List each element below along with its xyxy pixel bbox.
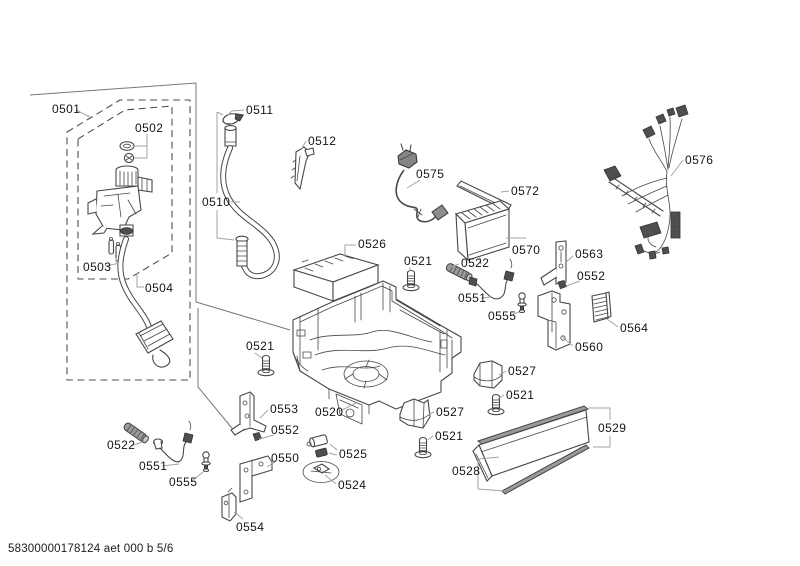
part-label-0550: 0550 [271, 451, 300, 465]
part-0511-clamp [222, 113, 245, 125]
part-0555-bolt-a [517, 292, 527, 313]
part-0529-strips [476, 405, 590, 495]
part-0554-bracket [221, 487, 237, 522]
part-0553-bracket [230, 391, 267, 436]
part-label-0520: 0520 [315, 405, 344, 419]
document-number: 58300000178124 aet 000 b 5/6 [8, 543, 174, 555]
part-label-0525: 0525 [339, 447, 368, 461]
part-label-0551-a: 0551 [458, 291, 487, 305]
part-0510-drain-hose [220, 125, 280, 280]
part-label-0521-d: 0521 [506, 388, 535, 402]
part-label-0553: 0553 [270, 402, 299, 416]
part-0564-finned-block [591, 291, 612, 323]
part-label-0575: 0575 [416, 167, 445, 181]
part-label-0576: 0576 [685, 153, 714, 167]
part-0504-hose-connector [117, 236, 174, 368]
part-label-0511: 0511 [246, 103, 274, 117]
part-0550-bracket [239, 455, 273, 503]
part-0521-screw-b [257, 354, 275, 377]
part-0570-panel [454, 200, 511, 265]
part-0527-foot-a [473, 360, 503, 389]
part-0563-bracket [540, 240, 567, 286]
part-0527-foot-b [399, 398, 431, 429]
part-label-0522-a: 0522 [461, 256, 490, 270]
part-0528-plinth [472, 409, 590, 482]
part-0525-switch [306, 434, 328, 458]
part-label-0527-b: 0527 [436, 405, 465, 419]
part-0555-bolt-b [201, 451, 211, 472]
part-label-0555-a: 0555 [488, 309, 517, 323]
part-label-0554: 0554 [236, 520, 265, 534]
part-label-0551-b: 0551 [139, 459, 168, 473]
part-label-0510: 0510 [202, 195, 231, 209]
part-label-0555-b: 0555 [169, 475, 198, 489]
part-0575-power-cord [395, 143, 449, 223]
part-0502-oring-nut [119, 141, 135, 164]
part-0501-valve [87, 165, 153, 237]
part-0551-cable-b [152, 420, 194, 463]
part-0560-bracket [537, 290, 571, 351]
part-0576-harness [603, 104, 689, 260]
part-label-0522-b: 0522 [107, 438, 136, 452]
part-label-0572: 0572 [511, 184, 540, 198]
part-0552-clip-b [252, 432, 262, 442]
part-0524-disc [302, 461, 340, 483]
part-label-0527-a: 0527 [508, 364, 537, 378]
part-label-0521-a: 0521 [404, 254, 433, 268]
part-0521-screw-c [414, 436, 432, 459]
part-label-0570: 0570 [512, 243, 541, 257]
part-0521-screw-a [402, 269, 420, 292]
part-label-0529: 0529 [598, 421, 627, 435]
part-0526-lid [292, 253, 380, 302]
part-0512-bracket [290, 146, 315, 191]
part-label-0503: 0503 [83, 260, 112, 274]
part-0520-base [292, 280, 462, 425]
part-label-0521-b: 0521 [246, 339, 275, 353]
part-label-0552-a: 0552 [577, 269, 606, 283]
part-label-0526: 0526 [358, 237, 387, 251]
leader-lines [75, 109, 684, 520]
part-label-0512: 0512 [308, 134, 337, 148]
part-label-0501: 0501 [52, 102, 81, 116]
part-label-0502: 0502 [135, 121, 164, 135]
part-label-0563: 0563 [575, 247, 604, 261]
part-label-0560: 0560 [575, 340, 604, 354]
group-pointer-lines [29, 82, 291, 434]
assembly-box-0501 [66, 99, 191, 381]
part-label-0552-b: 0552 [271, 423, 300, 437]
part-label-0564: 0564 [620, 321, 649, 335]
part-label-0524: 0524 [338, 478, 367, 492]
part-label-0521-c: 0521 [435, 429, 464, 443]
part-0521-screw-d [487, 393, 505, 416]
part-label-0528: 0528 [452, 464, 481, 478]
part-0551-cable-a [468, 258, 515, 300]
part-label-0504: 0504 [145, 281, 174, 295]
